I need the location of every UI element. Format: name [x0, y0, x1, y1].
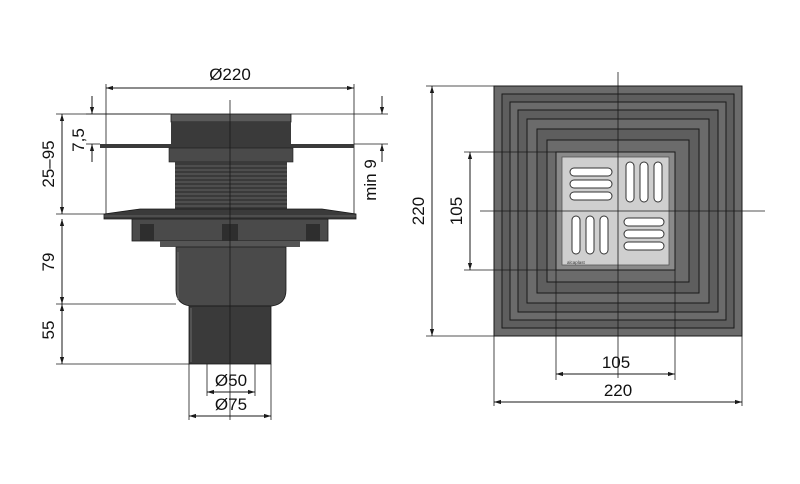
dim-min: min 9 [291, 96, 388, 201]
collar-body [171, 122, 291, 144]
dim-grate-width-label: 105 [602, 353, 630, 372]
dim-flange-label: 7,5 [69, 128, 88, 152]
dim-top-width-label: 220 [604, 381, 632, 400]
dim-top-diameter: Ø220 [105, 65, 355, 218]
side-view: Ø220 [39, 65, 388, 420]
upper-flange-plate [100, 144, 354, 148]
neck [168, 147, 294, 163]
dim-grate-height: 105 [447, 151, 556, 271]
dim-min-label: min 9 [361, 159, 380, 201]
dim-top-width: 220 [493, 336, 743, 406]
top-collar [170, 113, 292, 123]
dim-outlet-outer: Ø75 [188, 364, 272, 420]
grate-logo: alcaplast [567, 260, 586, 265]
dim-top-height: 220 [409, 85, 494, 337]
dim-height-range-label: 25–95 [39, 140, 58, 187]
dim-outlet: 55 [39, 304, 189, 365]
dim-outlet-outer-label: Ø75 [215, 395, 247, 414]
dim-outlet-label: 55 [39, 321, 58, 340]
dim-outlet-inner-label: Ø50 [215, 371, 247, 390]
dim-grate-width: 105 [555, 270, 676, 380]
dim-top-height-label: 220 [409, 197, 428, 225]
dim-flange: 7,5 [69, 96, 170, 162]
dim-height-range: 25–95 [39, 113, 171, 215]
dim-body-label: 79 [39, 253, 58, 272]
dim-grate-height-label: 105 [447, 197, 466, 225]
dim-body: 79 [39, 219, 176, 305]
dim-top-diameter-label: Ø220 [209, 65, 251, 84]
top-view: alcaplast 220 105 105 [409, 72, 765, 406]
dim-outlet-inner: Ø50 [206, 364, 256, 396]
ribbed-extension [175, 162, 287, 210]
